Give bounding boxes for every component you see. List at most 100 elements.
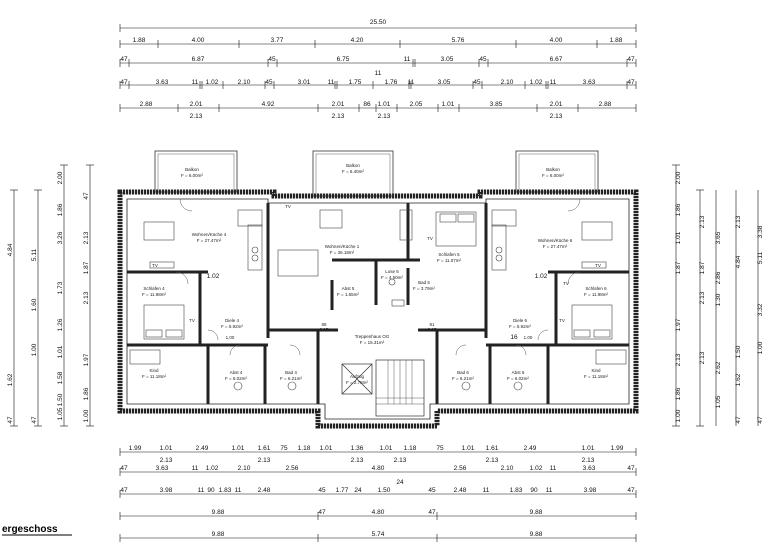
room-area: F = 11.07m² <box>437 258 462 263</box>
dim-label: 9.88 <box>530 509 543 516</box>
dim-label: 47 <box>757 416 764 424</box>
dim-label: 4.80 <box>372 509 385 516</box>
dim-label: 2.13 <box>699 351 706 364</box>
building-walls <box>117 189 639 429</box>
dim-label: 2.00 <box>675 171 682 184</box>
room-name: Abst 6 <box>512 370 525 375</box>
door-width-label: 1.00 <box>524 335 533 340</box>
room-area: F = 6.00m² <box>542 173 564 178</box>
dim-label: 1.01 <box>582 445 595 452</box>
dim-label: 1.86 <box>675 203 682 216</box>
dim-label: 1.01 <box>232 445 245 452</box>
dim-label: 11 <box>408 79 415 86</box>
room-name: Balkon <box>346 163 360 168</box>
dim-label: 1.01 <box>442 101 455 108</box>
dim-label: 47 <box>7 416 14 424</box>
dim-label: 3.32 <box>757 303 764 316</box>
door-width-label: 2.17 <box>428 327 437 332</box>
dim-label: 1.50 <box>378 487 391 494</box>
dim-label: 2.86 <box>715 271 722 284</box>
tv-marker: TV <box>152 263 158 268</box>
room-name: Aufzug <box>350 374 365 379</box>
room-name: Bad 5 <box>418 280 430 285</box>
dim-label: 2.13 <box>486 457 499 464</box>
dim-label: 9.88 <box>212 531 225 538</box>
dim-label: 3.85 <box>490 101 503 108</box>
bottom-dimension-labels: 1.99 1.01 2.49 1.01 1.61 75 1.18 1.01 1.… <box>120 445 635 538</box>
bottom-dimensions <box>119 448 637 542</box>
dim-label: 2.49 <box>196 445 209 452</box>
dim-label: 45 <box>479 56 487 63</box>
room-name: Schlafen 6 <box>585 286 607 291</box>
room-area: F = 11.18m² <box>584 374 609 379</box>
dim-label: 25.50 <box>370 19 387 26</box>
dim-label: 2.13 <box>582 457 595 464</box>
dim-label: 45 <box>473 79 481 86</box>
dim-label: 24 <box>396 479 404 486</box>
dim-label: 11 <box>198 487 205 494</box>
dim-label: 1.00 <box>675 409 682 422</box>
dim-label: 6.67 <box>550 56 563 63</box>
dim-label: 3.05 <box>441 56 454 63</box>
interior-walls <box>127 203 629 404</box>
dim-label: 3.63 <box>583 465 596 472</box>
floor-title: ergeschoss <box>2 524 58 535</box>
dim-label: 4.80 <box>372 465 385 472</box>
dim-label: 2.13 <box>258 457 271 464</box>
dim-label: 3.38 <box>757 225 764 238</box>
dim-label: 1.99 <box>611 445 624 452</box>
dim-label: 2.10 <box>238 79 251 86</box>
bed-right <box>571 304 613 340</box>
dim-label: 1.30 <box>715 293 722 306</box>
dim-label: 47 <box>120 56 128 63</box>
dim-label: 2.88 <box>140 101 153 108</box>
dim-label: 3.65 <box>715 231 722 244</box>
room-name: Diele 4 <box>225 318 240 323</box>
dim-label: 5.76 <box>452 37 465 44</box>
dim-label: 2.13 <box>351 457 364 464</box>
room-name: Wohnen/Küche 1 <box>325 244 360 249</box>
dim-label: 1.73 <box>57 281 64 294</box>
dim-label: 2.13 <box>550 113 563 120</box>
dim-label: 1.01 <box>378 101 391 108</box>
dim-label: 47 <box>627 56 635 63</box>
door-width-label: 91 <box>429 322 435 327</box>
dim-label: 47 <box>120 487 128 494</box>
dim-label: 1.58 <box>57 371 64 384</box>
dim-label: 3.77 <box>271 37 284 44</box>
door-width-label: 88 <box>321 322 327 327</box>
dim-label: 2.10 <box>501 465 514 472</box>
tv-marker: TV <box>427 236 433 241</box>
dim-label: 1.88 <box>610 37 623 44</box>
room-name: Kind <box>591 368 601 373</box>
door-width-label: 16 <box>510 334 518 341</box>
room-area: F = 4.50m² <box>381 275 403 280</box>
dim-label: 2.62 <box>715 361 722 374</box>
dim-label: 47 <box>627 487 635 494</box>
dim-label: 1.01 <box>462 445 475 452</box>
room-area: F = 6.02m² <box>225 376 247 381</box>
dim-label: 4.20 <box>351 37 364 44</box>
dim-label: 6.75 <box>337 56 350 63</box>
dim-label: 1.01 <box>675 231 682 244</box>
room-area: F = 6.00m² <box>181 173 203 178</box>
dim-label: 1.01 <box>380 445 393 452</box>
dim-label: 2.88 <box>599 101 612 108</box>
dim-label: 1.36 <box>351 445 364 452</box>
dim-label: 4.00 <box>192 37 205 44</box>
dim-label: 45 <box>318 487 326 494</box>
tv-marker: TV <box>285 204 291 209</box>
room-area: F = 3.79m² <box>413 286 435 291</box>
dim-label: 9.88 <box>212 509 225 516</box>
dim-label: 1.87 <box>699 261 706 274</box>
dim-label: 1.76 <box>385 79 398 86</box>
room-name: Wohnen/Küche 6 <box>538 238 573 243</box>
dim-label: 1.00 <box>31 343 38 356</box>
tv-marker: TV <box>189 318 195 323</box>
dim-label: 1.87 <box>83 261 90 274</box>
room-area: F = 11.18m² <box>142 374 167 379</box>
dim-label: 90 <box>530 487 538 494</box>
dim-label: 3.63 <box>156 79 169 86</box>
dim-label: 5.11 <box>757 252 764 265</box>
dim-label: 6.87 <box>192 56 205 63</box>
